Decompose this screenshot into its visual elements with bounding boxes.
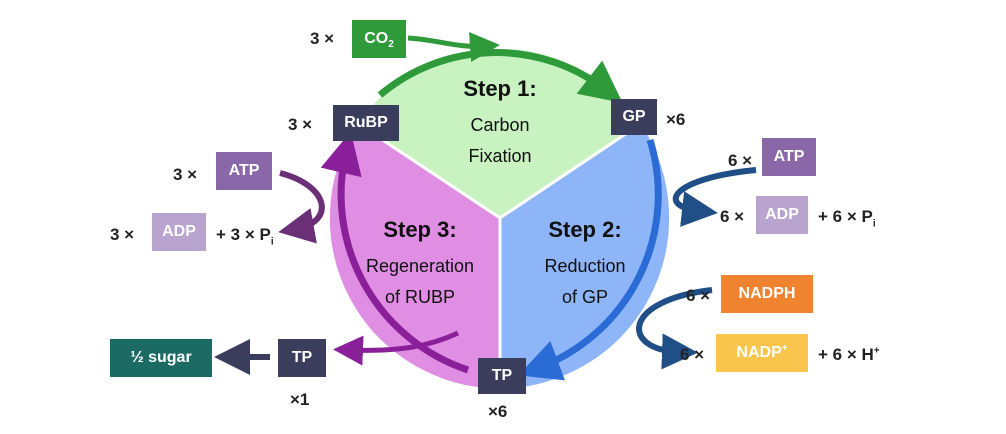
step3-title: Step 3:: [383, 217, 457, 242]
step2-line1: Reduction: [544, 256, 626, 276]
rubp-box: RuBP: [333, 105, 399, 141]
atp-left-label: ATP: [228, 162, 260, 179]
step1-title: Step 1:: [463, 76, 537, 101]
step3-arrow: [320, 131, 470, 374]
step2-label: Step 2: Reduction of GP: [510, 217, 660, 313]
nadp-label: NADP: [736, 344, 782, 361]
step2-title: Step 2:: [548, 217, 622, 242]
nadp-coefficient: 6 ×: [680, 345, 705, 364]
co2-label: CO: [364, 30, 389, 47]
nadp-extra: + 6 × H+: [818, 345, 880, 365]
adp-left-box: ADP: [152, 213, 206, 251]
adp-left-label: ADP: [162, 223, 196, 240]
tp-left-box: TP: [278, 339, 326, 377]
adp-left-extra: + 3 × Pi: [216, 225, 274, 247]
step3-label: Step 3: Regeneration of RUBP: [345, 217, 495, 313]
nadp-extra-text: + 6 × H: [818, 345, 874, 364]
atp-left-coefficient: 3 ×: [173, 165, 198, 184]
atp-right-label: ATP: [773, 148, 805, 165]
atp-adp-left-arrow: [278, 170, 325, 244]
nadp-extra-sup: +: [873, 345, 880, 357]
adp-left-extra-text: + 3 × P: [216, 225, 271, 244]
step2-sector: [498, 120, 673, 392]
tp-bottom-label: TP: [491, 367, 513, 384]
nadph-nadp-arrow: [636, 287, 713, 370]
tp-left-coefficient: ×1: [290, 390, 310, 409]
co2-subscript: 2: [388, 38, 394, 50]
co2-input-arrow: [407, 32, 500, 62]
adp-right-extra: + 6 × Pi: [818, 207, 876, 229]
step3-line2: of RUBP: [384, 287, 456, 307]
nadph-coefficient: 6 ×: [686, 286, 711, 305]
nadp-superscript: +: [781, 342, 788, 354]
sugar-box: ½ sugar: [110, 339, 212, 377]
atp-right-box: ATP: [762, 138, 816, 176]
gp-coefficient: ×6: [666, 110, 686, 129]
tp-output-arrow: [333, 330, 460, 366]
nadp-box: NADP+: [716, 334, 808, 372]
atp-adp-right-arrow: [672, 167, 757, 227]
step1-line1: Carbon: [470, 115, 530, 135]
sugar-label: ½ sugar: [130, 349, 192, 366]
tp-bottom-coefficient: ×6: [488, 402, 508, 421]
adp-left-extra-sub: i: [270, 236, 274, 248]
adp-right-label: ADP: [765, 206, 799, 223]
step1-line2: Fixation: [468, 146, 532, 166]
adp-right-box: ADP: [756, 196, 808, 234]
step2-arrow: [518, 138, 662, 381]
tp-bottom-box: TP: [478, 358, 526, 394]
atp-right-coefficient: 6 ×: [728, 151, 753, 170]
co2-coefficient: 3 ×: [310, 29, 335, 48]
adp-right-extra-text: + 6 × P: [818, 207, 873, 226]
atp-left-box: ATP: [216, 152, 272, 190]
step2-line2: of GP: [561, 287, 609, 307]
adp-right-coefficient: 6 ×: [720, 207, 745, 226]
adp-left-coefficient: 3 ×: [110, 225, 135, 244]
rubp-coefficient: 3 ×: [288, 115, 313, 134]
nadph-label: NADPH: [738, 285, 796, 302]
step1-label: Step 1: Carbon Fixation: [430, 76, 570, 172]
step3-line1: Regeneration: [365, 256, 475, 276]
rubp-label: RuBP: [344, 114, 388, 131]
nadph-box: NADPH: [721, 275, 813, 313]
tp-left-label: TP: [291, 349, 313, 366]
adp-right-extra-sub: i: [872, 218, 876, 230]
gp-box: GP: [611, 99, 657, 135]
gp-label: GP: [622, 108, 646, 125]
